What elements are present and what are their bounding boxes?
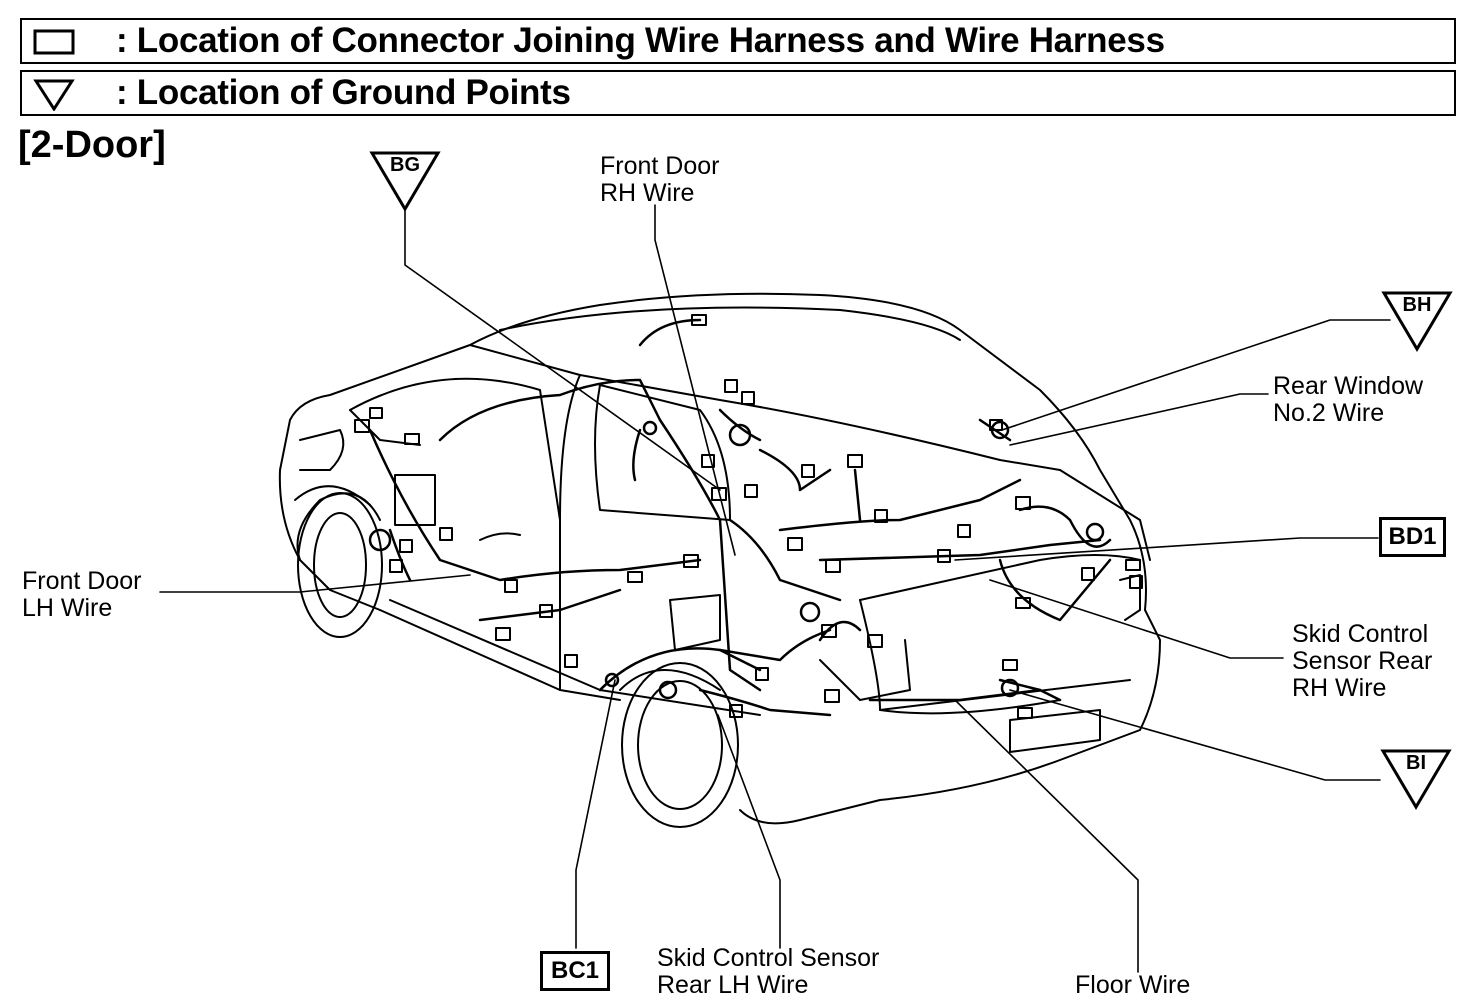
ground-point-bh-label: BH: [1402, 294, 1432, 316]
section-title: [2-Door]: [18, 124, 166, 166]
ground-point-bi: BI: [1380, 748, 1452, 810]
ground-point-bh: BH: [1381, 290, 1453, 352]
connector-bd1: BD1: [1379, 517, 1446, 557]
ground-point-bi-label: BI: [1406, 752, 1426, 774]
label-skid-sensor-rear-rh-wire: Skid Control Sensor Rear RH Wire: [1292, 620, 1433, 702]
legend-ground-text: : Location of Ground Points: [116, 73, 571, 112]
label-front-door-lh-wire: Front Door LH Wire: [22, 567, 142, 622]
legend-connector-text: : Location of Connector Joining Wire Har…: [116, 21, 1165, 60]
ground-triangle-icon: [33, 79, 75, 111]
connector-bc1: BC1: [540, 951, 610, 991]
label-skid-sensor-rear-lh-wire: Skid Control Sensor Rear LH Wire: [657, 944, 880, 999]
leader-lines: [159, 204, 1391, 973]
label-front-door-rh-wire: Front Door RH Wire: [600, 152, 720, 207]
label-floor-wire: Floor Wire: [1075, 971, 1191, 999]
ground-point-bg: BG: [369, 150, 441, 212]
connector-box-icon: [33, 29, 75, 55]
legend-connector-row: : Location of Connector Joining Wire Har…: [20, 18, 1456, 64]
label-rear-window-no2-wire: Rear Window No.2 Wire: [1273, 372, 1424, 427]
ground-point-bg-label: BG: [390, 154, 420, 176]
car-body-outline: [278, 292, 1161, 828]
legend-ground-row: : Location of Ground Points: [20, 70, 1456, 116]
harness-connector-blocks: [354, 314, 1143, 719]
